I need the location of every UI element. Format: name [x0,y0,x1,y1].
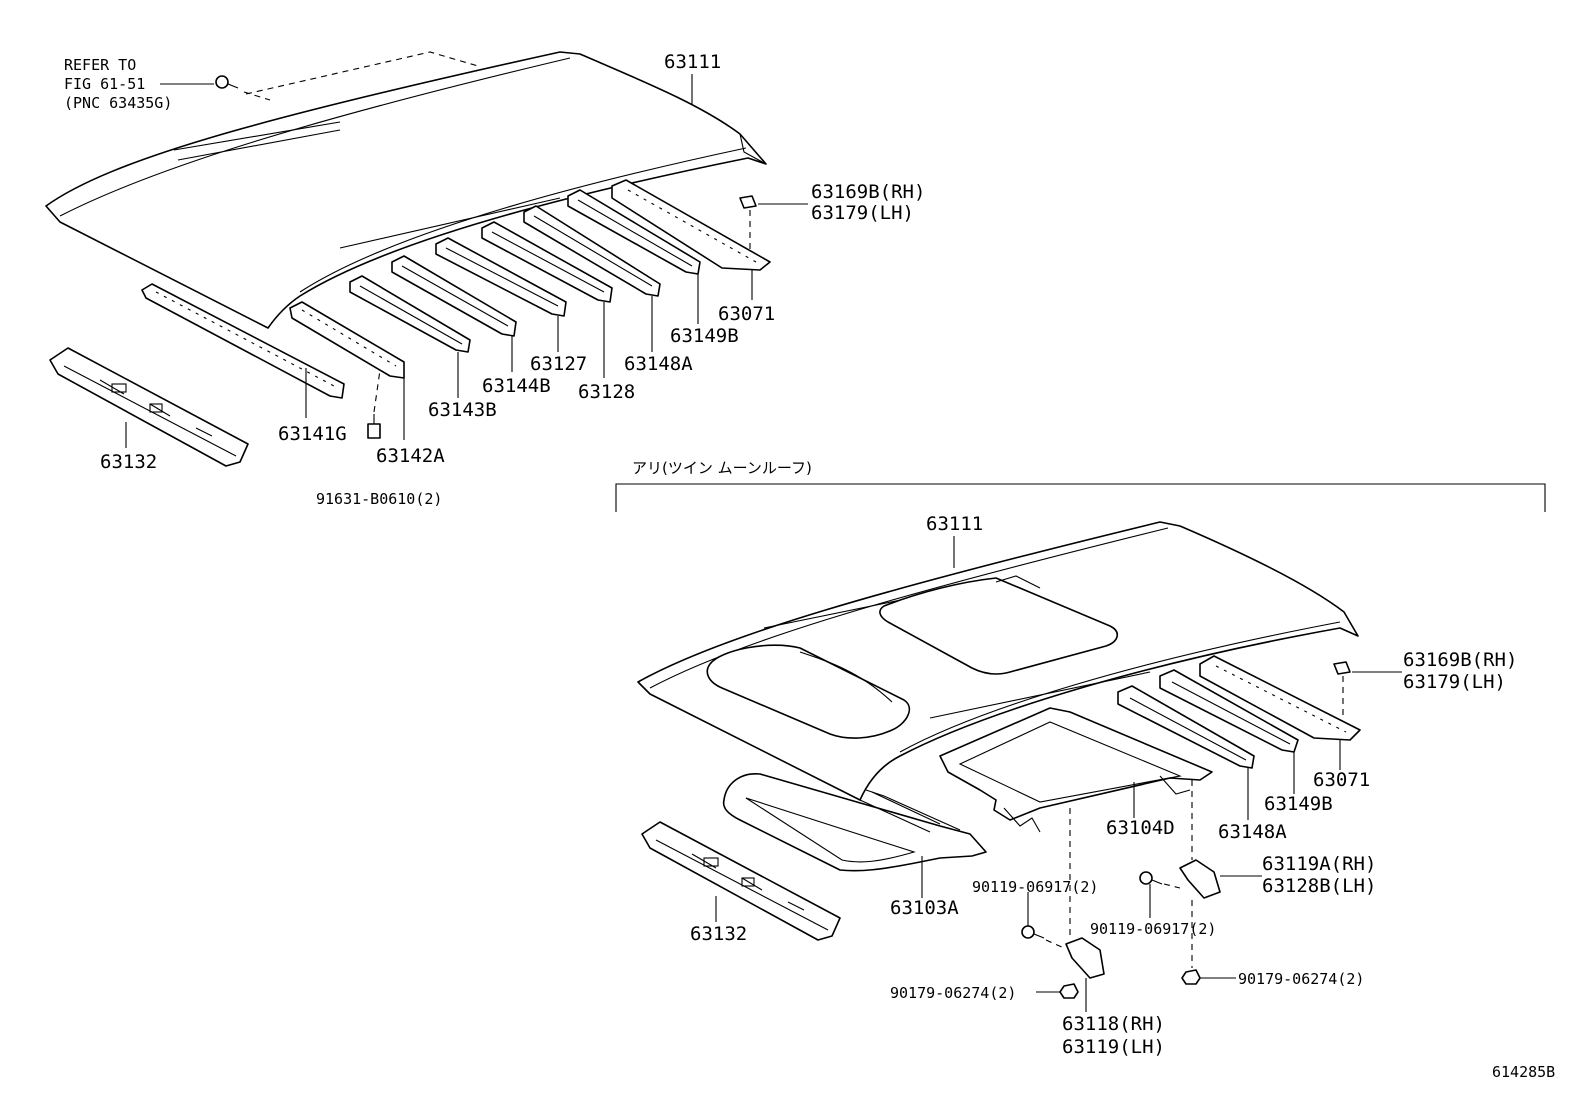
reinf-63143B-icon [349,275,471,353]
bolt-90119-left-icon [1021,925,1045,939]
label-nut-90179-right: 90179-06274(2) [1238,970,1364,988]
reinf-63148A-lower-icon [1117,685,1255,769]
label-63149B-lower: 63149B [1264,793,1333,815]
front-header-upper-icon [49,347,249,467]
label-roof-panel-lower: 63111 [926,513,983,535]
reinf-63128-icon [481,221,613,303]
label-bracket-lh-lower: 63179(LH) [1403,671,1506,693]
label-63141G-upper: 63141G [278,423,347,445]
label-nut-90179-left: 90179-06274(2) [890,984,1016,1002]
bracket-63169B-lower-icon [1333,661,1351,675]
label-63119A: 63119A(RH) [1262,853,1376,875]
label-63103A: 63103A [890,897,959,919]
label-63128B: 63128B(LH) [1262,875,1376,897]
roof-reinforcements-lower [722,655,1361,872]
reinf-63148A-icon [523,205,661,297]
variant-title: アリ(ツイン ムーンルーフ) [632,459,812,477]
label-bracket-rh-lower: 63169B(RH) [1403,649,1517,671]
refer-bolt-icon [215,75,239,89]
reinf-63071-lower-icon [1199,655,1361,741]
label-63128-upper: 63128 [578,381,635,403]
label-63148A-upper: 63148A [624,353,693,375]
figure-id: 614285B [1492,1063,1555,1081]
label-63142A-upper: 63142A [376,445,445,467]
bolt-91631-icon [367,414,381,439]
reinf-63127-icon [435,237,567,317]
refer-note-line1: REFER TO [64,56,136,74]
reinf-63071-icon [611,179,771,271]
label-bolt-91631: 91631-B0610(2) [316,490,442,508]
variant-bracket [615,483,1546,512]
nut-90179-left-icon [1059,983,1079,999]
label-63104D: 63104D [1106,817,1175,839]
upper-assembly: REFER TO FIG 61-51 (PNC 63435G) 63111 63… [45,51,925,508]
nut-90179-right-icon [1181,969,1201,985]
frame-63103A-icon [722,773,987,872]
bolt-90119-right-icon [1139,871,1163,885]
label-63071-upper: 63071 [718,303,775,325]
roof-panel-lower-icon [637,521,1359,801]
label-bracket-rh-upper: 63169B(RH) [811,181,925,203]
label-63149B-upper: 63149B [670,325,739,347]
roof-reinforcements-upper [141,179,771,399]
label-bolt-90119-right: 90119-06917(2) [1090,920,1216,938]
label-63119: 63119(LH) [1062,1036,1165,1058]
frame-63104D-icon [939,707,1213,833]
label-63071-lower: 63071 [1313,769,1370,791]
label-63132-lower: 63132 [690,923,747,945]
label-63143B-upper: 63143B [428,399,497,421]
bracket-63118-icon [1065,937,1105,979]
reinf-63144B-icon [391,255,517,337]
label-bracket-lh-upper: 63179(LH) [811,202,914,224]
moonroof-opening-front-icon [706,644,910,739]
label-63127-upper: 63127 [530,353,587,375]
lower-assembly: アリ(ツイン ムーンルーフ) [615,459,1546,1058]
label-63148A-lower: 63148A [1218,821,1287,843]
label-bolt-90119-left: 90119-06917(2) [972,878,1098,896]
roof-panel-upper-icon [45,51,767,329]
moonroof-opening-rear-icon [879,577,1118,675]
upper-leader-lines [125,74,808,448]
refer-note-line3: (PNC 63435G) [64,94,172,112]
label-roof-panel-upper: 63111 [664,51,721,73]
front-header-lower-icon [641,821,841,941]
bracket-63169B-icon [739,195,757,209]
label-63118: 63118(RH) [1062,1013,1165,1035]
reinf-63141G-icon [141,283,345,399]
refer-note-line2: FIG 61-51 [64,75,145,93]
label-63132-upper: 63132 [100,451,157,473]
bracket-63119A-icon [1179,859,1221,899]
lower-leader-lines [715,536,1402,1012]
label-63144B-upper: 63144B [482,375,551,397]
